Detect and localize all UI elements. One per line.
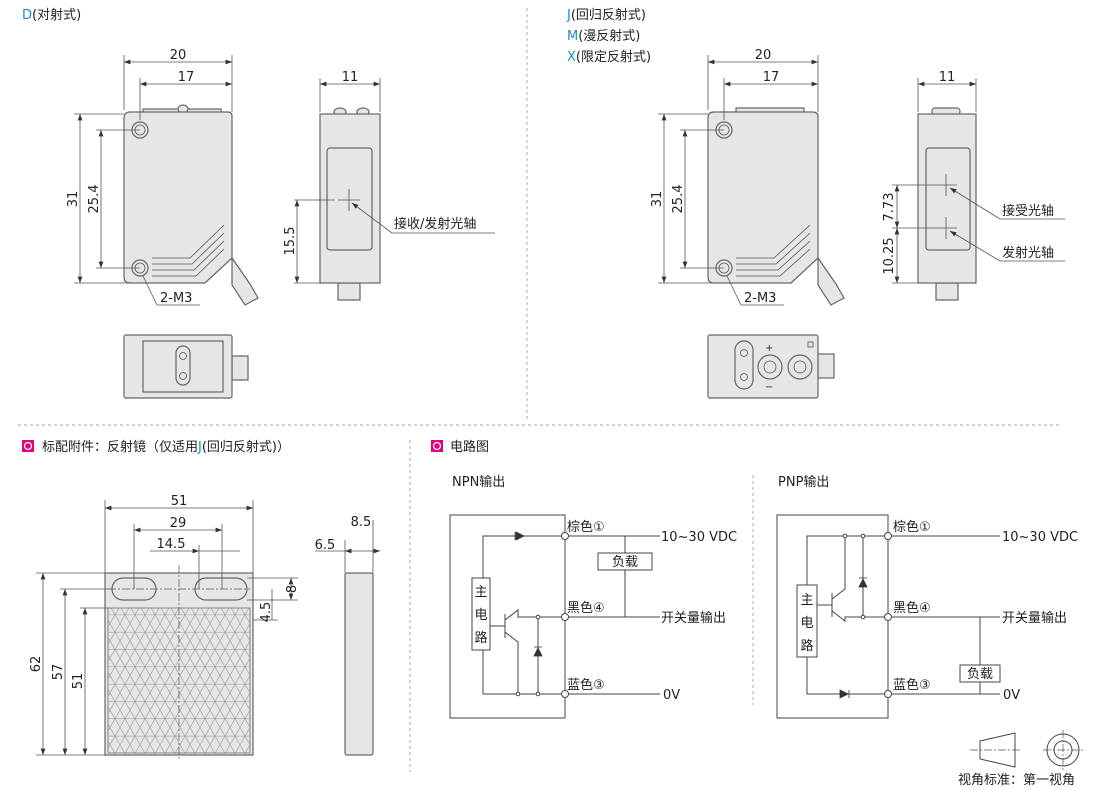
hole-label: 2-M3 (744, 291, 776, 306)
reflector-front-view (104, 565, 254, 760)
main-char: 主 (800, 593, 813, 608)
svg-text:−: − (765, 382, 773, 393)
svg-text:+: + (765, 343, 773, 354)
dim-height-31: 31 (66, 191, 81, 208)
pnp-main-circuit (796, 584, 818, 658)
npn-main-circuit (471, 577, 491, 651)
jmx-type-section: J(回归反射式) M(漫反射式) X(限定反射式) 20 17 31 25.4 … (566, 7, 1065, 399)
main-char: 主 (474, 585, 487, 600)
bottom-view (123, 334, 249, 399)
load-label: 负载 (967, 667, 993, 682)
main-char: 路 (800, 638, 813, 654)
section-marker-icon (22, 440, 34, 452)
main-char: 电 (474, 608, 487, 623)
dim-29: 29 (170, 516, 187, 531)
brown-wire-label: 棕色① (567, 519, 605, 535)
dim-side-11: 11 (342, 70, 359, 85)
dim-axis-15-5: 15.5 (283, 227, 298, 256)
brown-wire-label: 棕色① (893, 519, 931, 535)
front-view (123, 104, 259, 306)
dim-height-31: 31 (650, 191, 665, 208)
circuit-section: 电路图 NPN输出 负载 主 电 路 棕色① 黑色④ 蓝色③ 10~30 VDC… (431, 439, 1078, 719)
d-type-title: D(对射式) (22, 7, 81, 23)
side-view (319, 107, 381, 301)
pnp-title: PNP输出 (778, 474, 829, 490)
x-type-title: X(限定反射式) (567, 49, 651, 65)
j-type-title: J(回归反射式) (566, 7, 646, 23)
dim-6-5: 6.5 (315, 538, 336, 553)
bottom-view: +− (707, 334, 835, 399)
output-label: 开关量输出 (661, 610, 726, 626)
dim-width-17: 17 (763, 70, 780, 85)
zero-volt-label: 0V (663, 688, 680, 703)
vdc-label: 10~30 VDC (661, 530, 737, 545)
view-standard-label: 视角标准：第一视角 (958, 773, 1075, 788)
axis-label: 接收/发射光轴 (394, 216, 476, 232)
dim-side-11: 11 (939, 70, 956, 85)
npn-circuit: NPN输出 负载 主 电 路 棕色① 黑色④ 蓝色③ 10~30 VDC 开关量… (449, 474, 737, 719)
output-label: 开关量输出 (1002, 610, 1067, 626)
blue-wire-label: 蓝色③ (893, 677, 931, 693)
dim-width-20: 20 (755, 48, 772, 63)
dim-7-73: 7.73 (882, 193, 897, 222)
dim-51: 51 (171, 494, 188, 509)
hole-label: 2-M3 (160, 291, 192, 306)
npn-title: NPN输出 (452, 474, 505, 490)
black-wire-label: 黑色④ (893, 600, 931, 616)
dim-51-vertical: 51 (71, 673, 86, 690)
black-wire-label: 黑色④ (567, 600, 605, 616)
dim-14-5: 14.5 (157, 537, 186, 552)
d-type-section: D(对射式) 20 17 31 25.4 2-M3 (22, 7, 495, 399)
load-label: 负载 (612, 555, 638, 570)
vdc-label: 10~30 VDC (1002, 530, 1078, 545)
dim-4-5: 4.5 (259, 602, 274, 623)
dim-62: 62 (29, 656, 44, 673)
reflector-title: 标配附件：反射镜（仅适用J(回归反射式)） (42, 439, 290, 455)
dim-10-25: 10.25 (882, 237, 897, 274)
dim-8: 8 (285, 585, 300, 593)
blue-wire-label: 蓝色③ (567, 677, 605, 693)
m-type-title: M(漫反射式) (567, 28, 640, 44)
main-char: 路 (474, 630, 487, 646)
first-angle-projection-icon (970, 730, 1083, 770)
main-char: 电 (800, 616, 813, 631)
side-view (917, 107, 977, 301)
dim-height-25-4: 25.4 (671, 185, 686, 214)
zero-volt-label: 0V (1003, 688, 1020, 703)
npn-load-box (597, 552, 653, 571)
section-marker-icon (431, 440, 443, 452)
circuit-title: 电路图 (450, 439, 489, 455)
pnp-circuit: PNP输出 负载 主 电 路 棕色① 黑色④ 蓝色③ 10~30 VDC 开关量… (776, 474, 1078, 719)
reflector-side-view (344, 572, 374, 756)
front-view (707, 107, 845, 306)
receive-axis-label: 接受光轴 (1002, 203, 1054, 219)
dim-8-5: 8.5 (351, 515, 372, 530)
dim-width-17: 17 (178, 70, 195, 85)
reflector-section: 标配附件：反射镜（仅适用J(回归反射式)） 51 29 14.5 62 57 5… (22, 439, 380, 760)
dim-width-20: 20 (170, 48, 187, 63)
dim-height-25-4: 25.4 (87, 185, 102, 214)
dim-57: 57 (51, 664, 66, 681)
pnp-load-box (959, 664, 1001, 683)
emit-axis-label: 发射光轴 (1002, 245, 1054, 261)
